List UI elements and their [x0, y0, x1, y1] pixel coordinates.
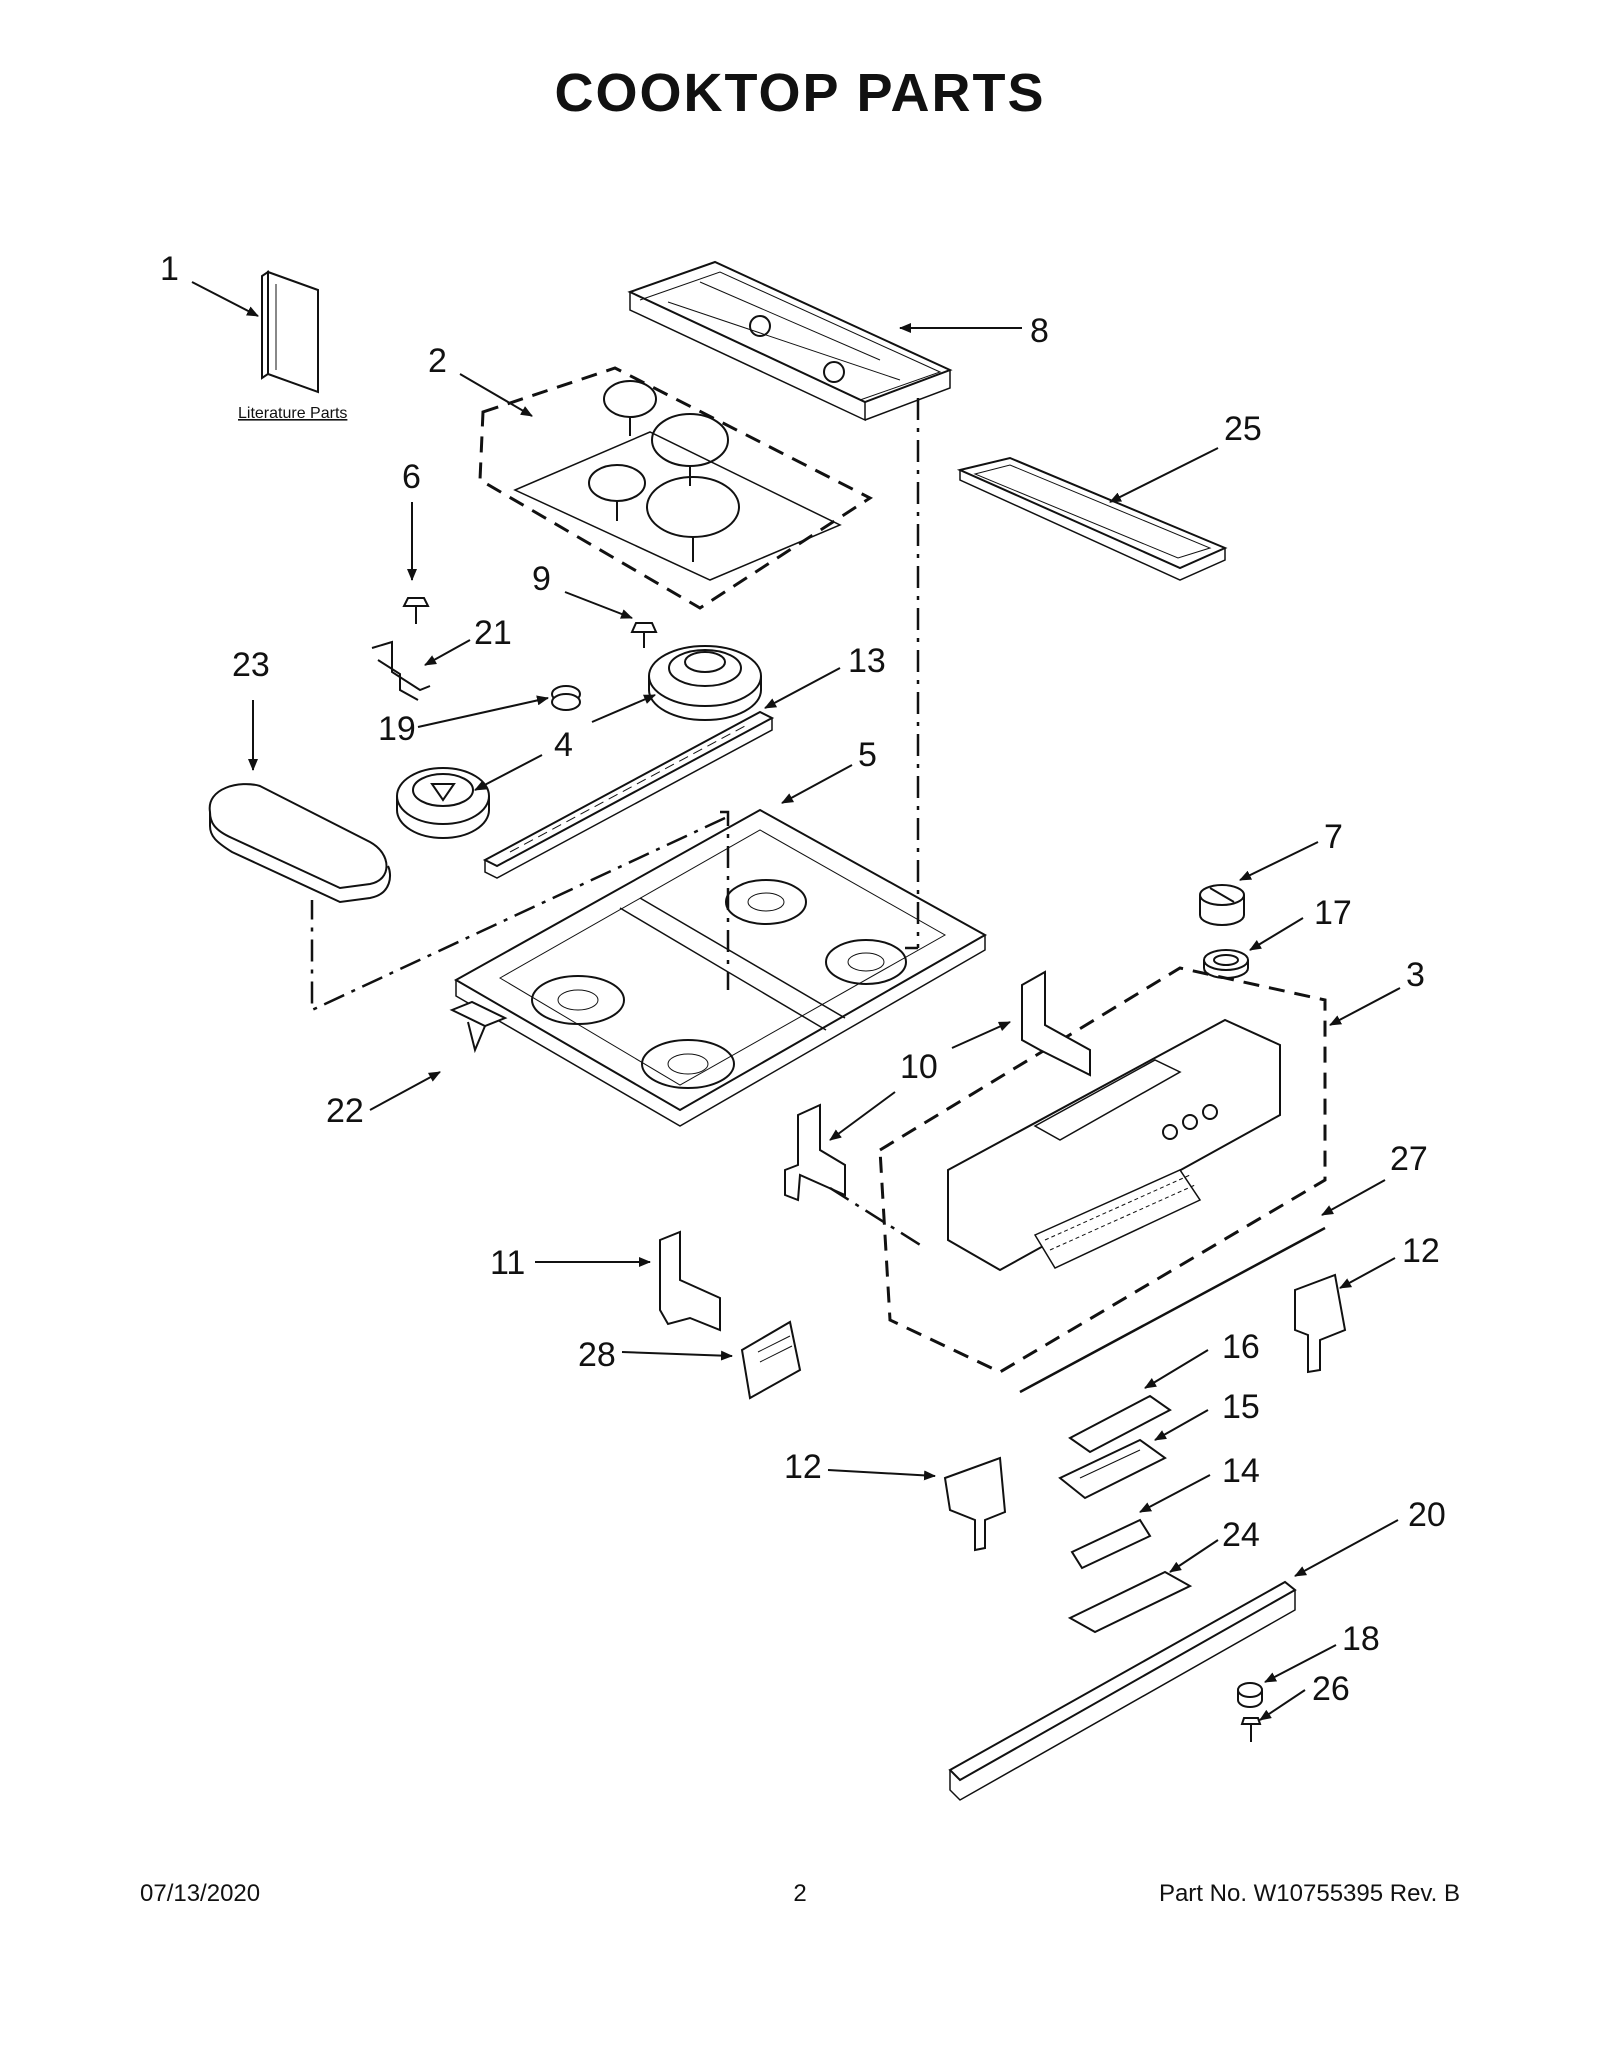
callout-9[interactable]: 9	[532, 560, 551, 598]
callout-17[interactable]: 17	[1314, 894, 1352, 932]
page-title: COOKTOP PARTS	[554, 63, 1046, 123]
footer-date: 07/13/2020	[140, 1880, 261, 1907]
callout-11[interactable]: 11	[490, 1244, 525, 1282]
callout-16[interactable]: 16	[1222, 1328, 1260, 1366]
literature-booklet-part[interactable]	[261, 270, 319, 394]
bracket-12-left-part[interactable]	[943, 1456, 1007, 1552]
screw-6-part[interactable]	[402, 597, 430, 624]
cooktop-base-part[interactable]	[453, 808, 988, 1127]
callout-15[interactable]: 15	[1222, 1388, 1260, 1426]
trim-20-part[interactable]	[948, 1580, 1297, 1801]
burner-base-upper-part[interactable]	[648, 645, 762, 721]
board-24-part[interactable]	[1067, 1570, 1193, 1634]
callout-19[interactable]: 19	[378, 710, 416, 748]
callout-20[interactable]: 20	[1408, 1496, 1446, 1534]
callout-12-right[interactable]: 12	[1402, 1232, 1440, 1270]
callout-14[interactable]: 14	[1222, 1452, 1260, 1490]
bracket-22-part[interactable]	[449, 1000, 508, 1054]
callout-4-lower[interactable]: 4	[554, 726, 573, 764]
cooktop-top-assembly[interactable]	[478, 366, 873, 610]
callout-10[interactable]: 10	[900, 1048, 938, 1086]
side-bracket-10-lower-part[interactable]	[784, 1103, 846, 1202]
grate-part[interactable]	[627, 260, 953, 422]
burner-cap-19-part[interactable]	[551, 685, 581, 711]
callout-24[interactable]: 24	[1222, 1516, 1260, 1554]
burner-lower-part[interactable]	[396, 767, 490, 839]
literature-parts-label: Literature Parts	[238, 405, 347, 422]
bracket-12-right-part[interactable]	[1294, 1273, 1347, 1374]
knob-7-part[interactable]	[1199, 884, 1245, 926]
bezel-17-part[interactable]	[1203, 949, 1249, 979]
callout-12-left[interactable]: 12	[784, 1448, 822, 1486]
control-panel-assembly[interactable]	[878, 966, 1327, 1374]
footer-part-number: Part No. W10755395 Rev. B	[1158, 1880, 1460, 1907]
callout-28[interactable]: 28	[578, 1336, 616, 1374]
callout-23[interactable]: 23	[232, 646, 270, 684]
board-14-part[interactable]	[1070, 1518, 1152, 1570]
callout-26[interactable]: 26	[1312, 1670, 1350, 1708]
callout-numbers: 1 2 3 4 5 6 7 8 9 10 11 12 12 13 14 15 1…	[160, 250, 1446, 1708]
griddle-part[interactable]	[956, 456, 1228, 581]
bracket-11-part[interactable]	[659, 1230, 721, 1332]
callout-18[interactable]: 18	[1342, 1620, 1380, 1658]
wire-27-part[interactable]	[1019, 1226, 1326, 1394]
callout-8[interactable]: 8	[1030, 312, 1049, 350]
screw-26-part[interactable]	[1240, 1717, 1262, 1742]
callout-6[interactable]: 6	[402, 458, 421, 496]
card-28-part[interactable]	[740, 1320, 802, 1400]
board-15-part[interactable]	[1058, 1438, 1167, 1500]
leader-lines	[191, 281, 1401, 1721]
callout-1[interactable]: 1	[160, 250, 179, 288]
footer-page-number: 2	[793, 1880, 807, 1907]
callout-3[interactable]: 3	[1406, 956, 1425, 994]
callout-25[interactable]: 25	[1224, 410, 1262, 448]
assembly-lines	[310, 398, 926, 1250]
callout-5[interactable]: 5	[858, 736, 877, 774]
callout-7[interactable]: 7	[1324, 818, 1343, 856]
callout-27[interactable]: 27	[1390, 1140, 1428, 1178]
callout-2[interactable]: 2	[428, 342, 447, 380]
callout-22[interactable]: 22	[326, 1092, 364, 1130]
screw-9-part[interactable]	[630, 622, 658, 648]
callout-13[interactable]: 13	[848, 642, 886, 680]
board-16-part[interactable]	[1068, 1394, 1172, 1454]
bracket-21-part[interactable]	[371, 640, 431, 701]
rail-13-part[interactable]	[482, 710, 775, 879]
side-bracket-10-upper-part[interactable]	[1021, 970, 1091, 1077]
callout-21[interactable]: 21	[474, 614, 512, 652]
nut-18-part[interactable]	[1237, 1682, 1263, 1708]
side-trim-23-part[interactable]	[208, 783, 391, 904]
